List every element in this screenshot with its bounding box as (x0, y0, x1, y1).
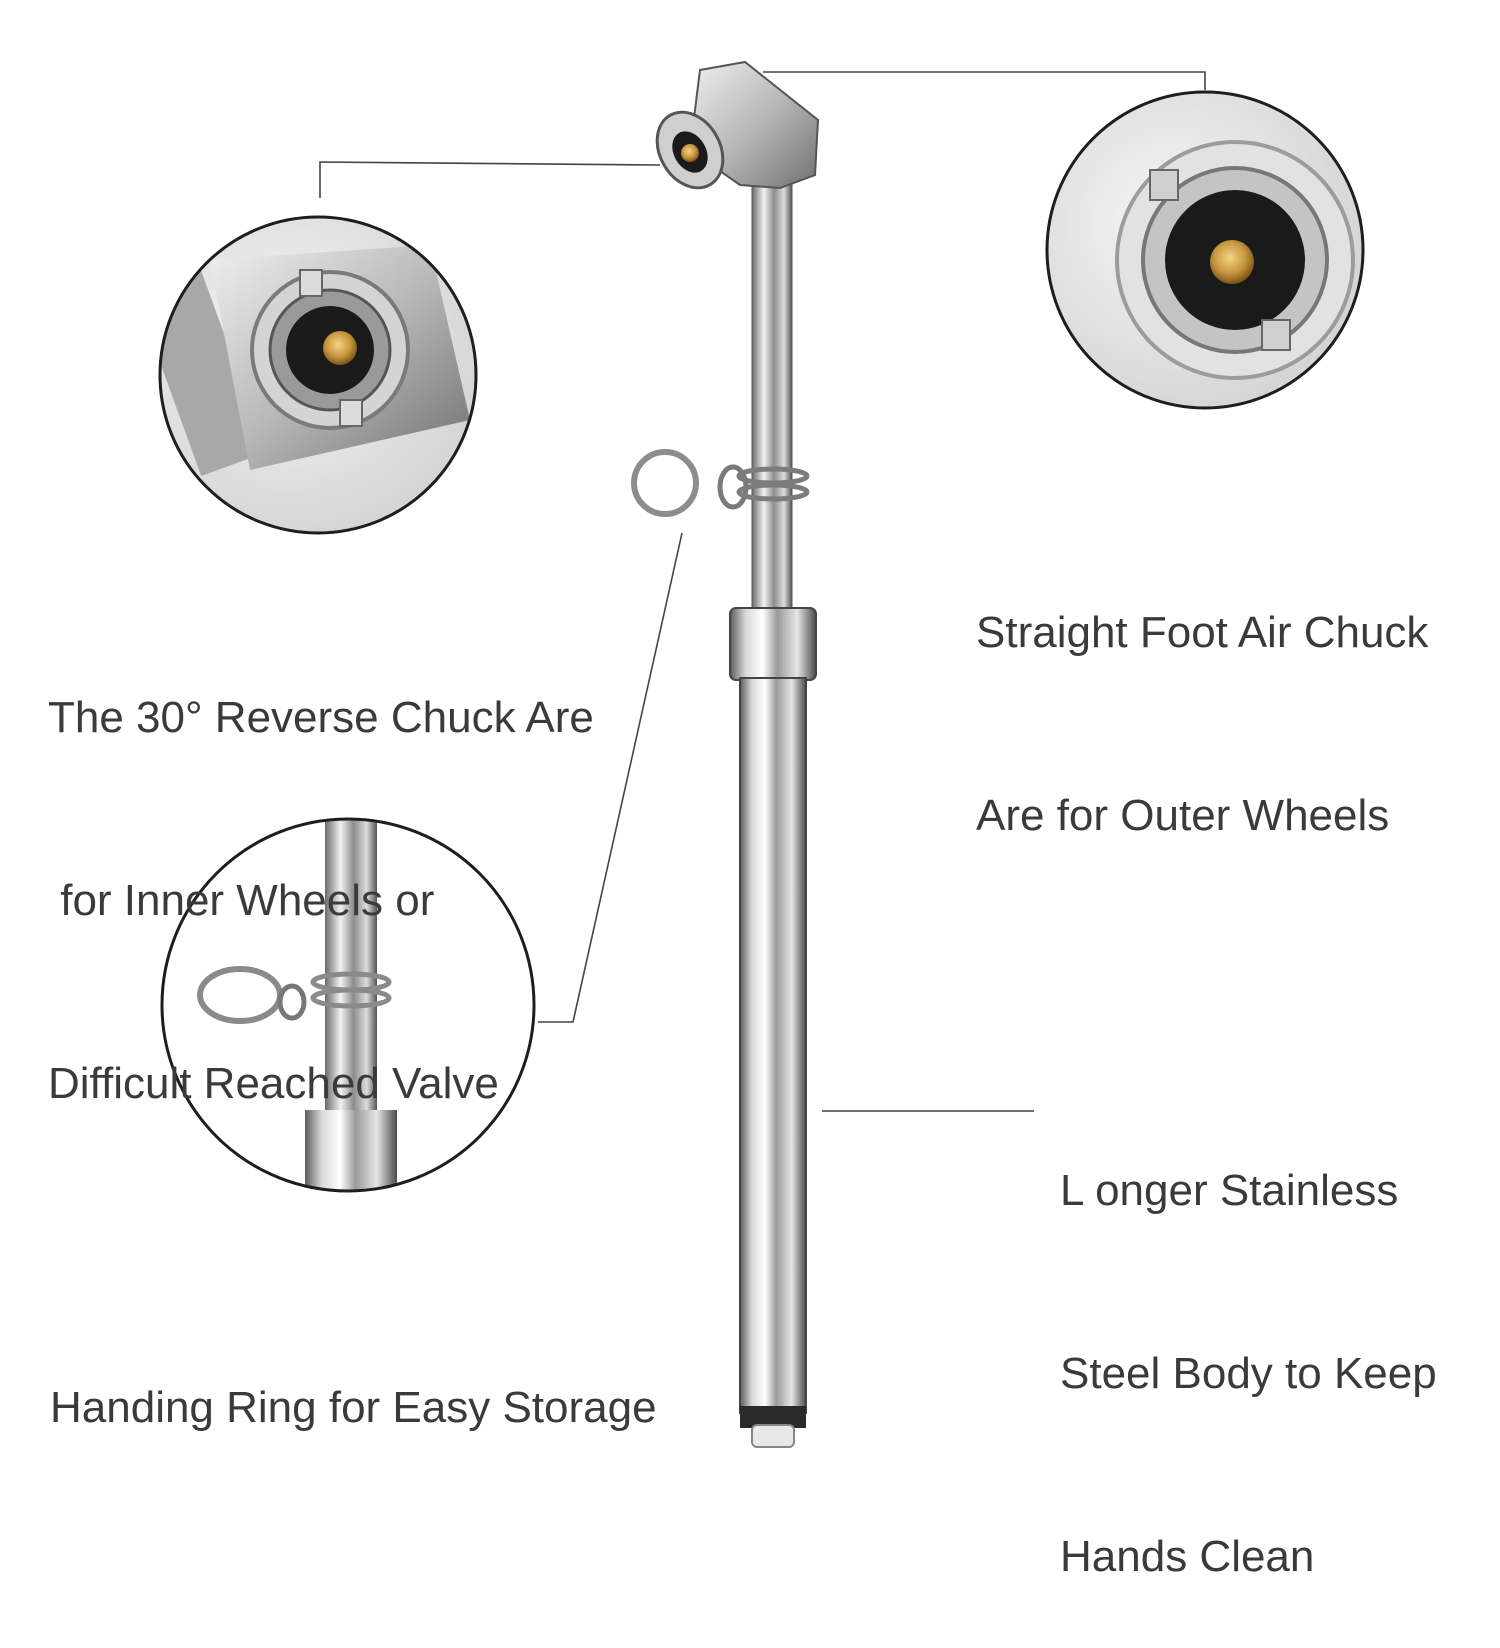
product-illustration (158, 60, 1365, 1448)
leader-line-straight-chuck (763, 71, 1206, 90)
closeup-frame (1045, 90, 1365, 410)
leader-line-reverse-chuck (319, 161, 661, 198)
caption-line: Steel Body to Keep (1060, 1349, 1437, 1398)
closeup-frame (160, 817, 536, 1193)
caption-line: Hands Clean (1060, 1532, 1315, 1581)
caption-straight-chuck: Straight Foot Air Chuck Are for Outer Wh… (976, 480, 1428, 907)
chuck-head (655, 60, 820, 190)
caption-line: Difficult Reached Valve (48, 1059, 499, 1108)
gauge-collar (729, 607, 817, 681)
caption-reverse-chuck: The 30° Reverse Chuck Are for Inner Whee… (48, 565, 594, 1175)
caption-steel-body: L onger Stainless Steel Body to Keep Han… (1060, 1038, 1437, 1648)
caption-line: Are for Outer Wheels (976, 791, 1390, 840)
caption-line: The 30° Reverse Chuck Are (48, 693, 594, 742)
closeup-frame (158, 215, 478, 535)
gauge-barrel (739, 677, 807, 1414)
gauge-end-cap (751, 1424, 795, 1448)
caption-hanging-ring: Handing Ring for Easy Storage (50, 1255, 657, 1499)
caption-line: Straight Foot Air Chuck (976, 608, 1429, 657)
straight-chuck-closeup (1045, 90, 1365, 410)
tire-gauge-product (631, 60, 820, 1448)
caption-line: L onger Stainless (1060, 1166, 1399, 1215)
hanging-ring (631, 449, 810, 517)
hanging-ring-closeup (160, 817, 536, 1193)
gauge-stem (751, 169, 793, 611)
leader-line-hanging-ring (538, 532, 683, 1023)
caption-line: for Inner Wheels or (48, 876, 435, 925)
caption-line: Handing Ring for Easy Storage (50, 1383, 657, 1432)
leader-lines (319, 71, 1206, 1112)
reverse-chuck-closeup (158, 215, 478, 535)
